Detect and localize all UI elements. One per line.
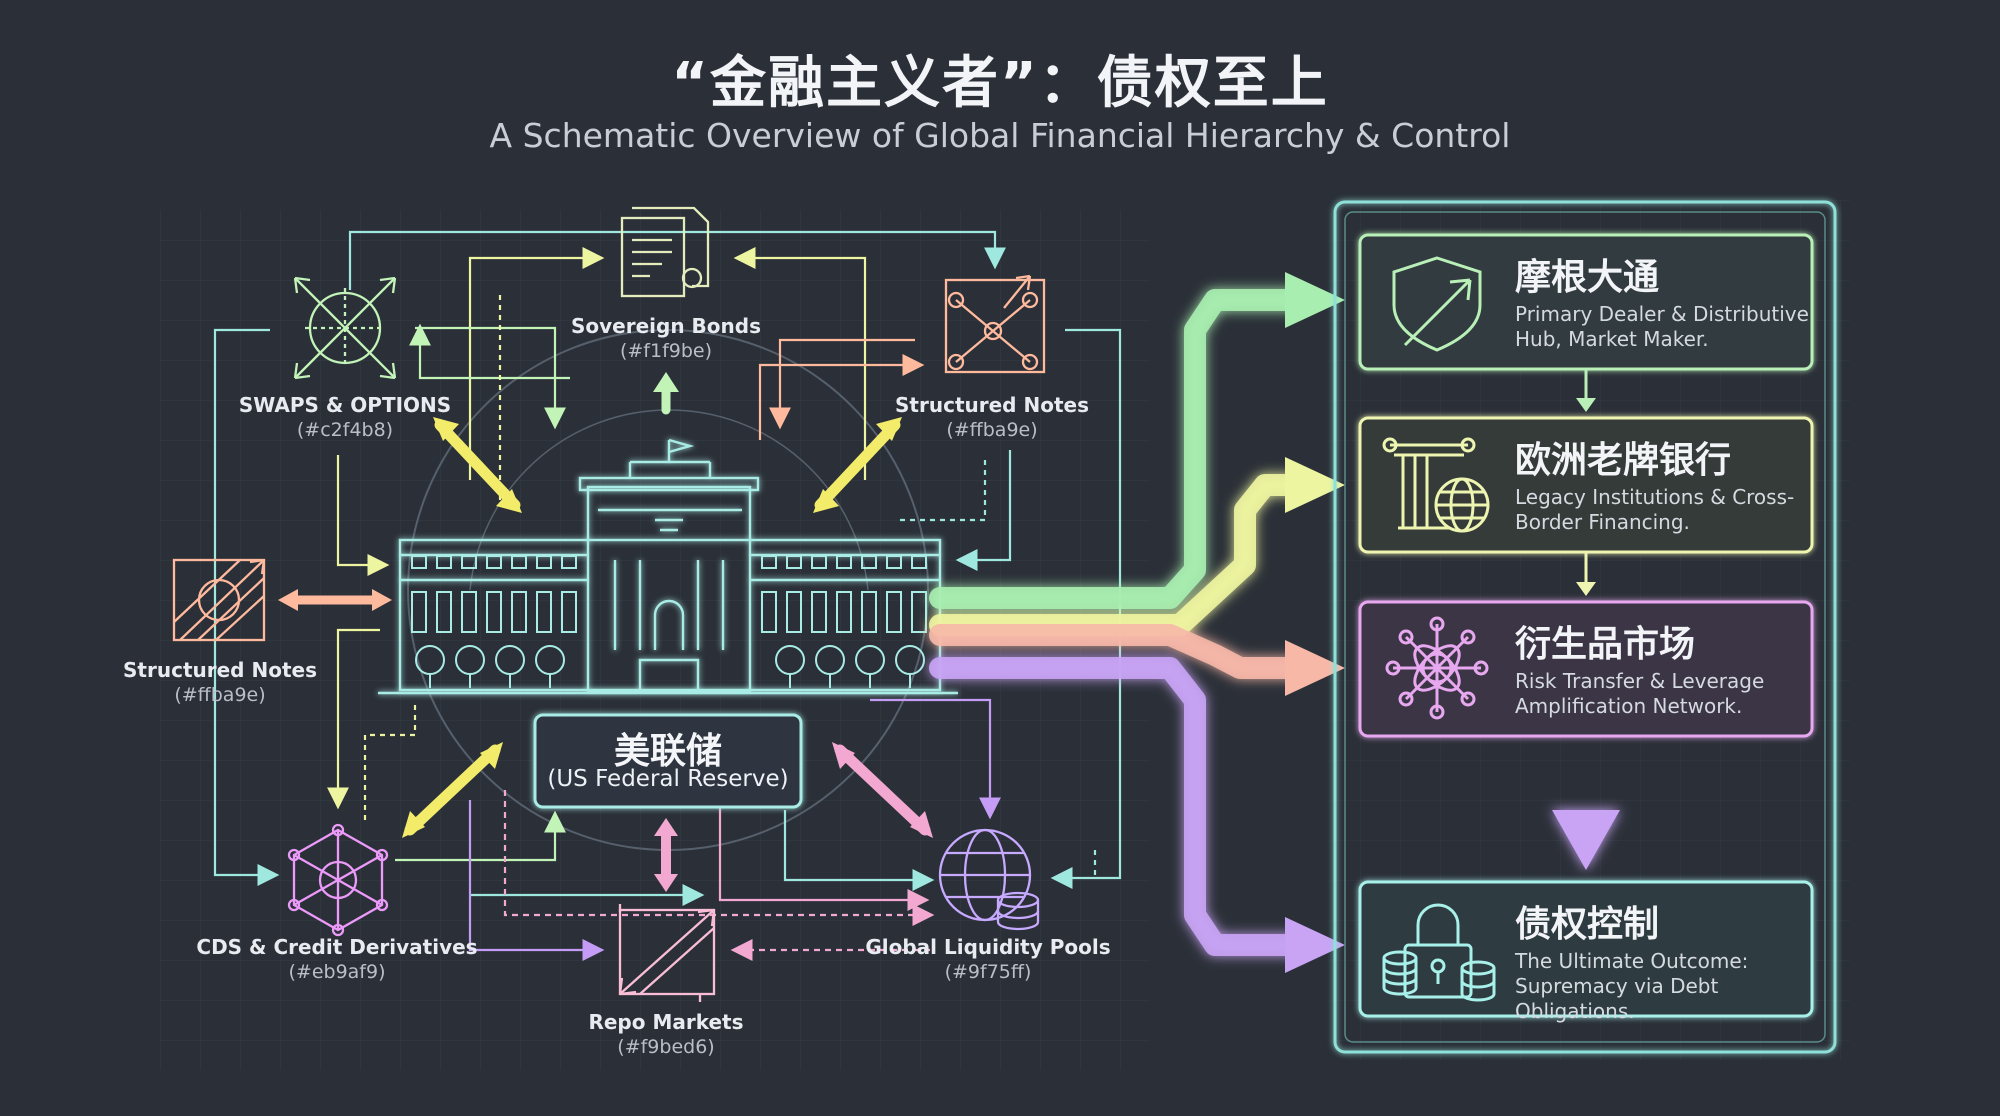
card-debt-control-frame bbox=[1358, 880, 1814, 1018]
building-window bbox=[886, 555, 902, 569]
shield-arrow-icon bbox=[1392, 256, 1482, 352]
label-structured-notes-left: Structured Notes bbox=[123, 658, 317, 682]
building-window bbox=[461, 555, 477, 569]
label-structured-notes-right: Structured Notes bbox=[895, 393, 1089, 417]
hex-liquidity-pools: (#9f75ff) bbox=[944, 961, 1032, 983]
hex-structured-notes-right: (#ffba9e) bbox=[946, 419, 1038, 441]
hex-cds: (#eb9af9) bbox=[288, 961, 386, 983]
building-window bbox=[511, 591, 527, 633]
hierarchy-panel bbox=[1333, 200, 1837, 1054]
label-sovereign-bonds: Sovereign Bonds bbox=[571, 314, 761, 338]
hex-sovereign-bonds: (#f1f9be) bbox=[619, 340, 713, 362]
document-icon bbox=[620, 206, 710, 298]
building-window bbox=[561, 591, 577, 633]
globe-coins-icon bbox=[938, 828, 1040, 931]
label-repo-markets: Repo Markets bbox=[588, 1010, 744, 1034]
building-window bbox=[911, 591, 927, 633]
building-window bbox=[461, 591, 477, 633]
hex-swaps-options: (#c2f4b8) bbox=[296, 419, 394, 441]
building-window bbox=[861, 555, 877, 569]
building-window bbox=[436, 555, 452, 569]
crossed-arrows-icon bbox=[293, 276, 397, 380]
building-window bbox=[811, 591, 827, 633]
building-window bbox=[836, 591, 852, 633]
building-window bbox=[561, 555, 577, 569]
label-cds: CDS & Credit Derivatives bbox=[196, 935, 478, 959]
building-window bbox=[761, 555, 777, 569]
flow-arrows bbox=[929, 289, 1301, 956]
hex-repo-markets: (#f9bed6) bbox=[617, 1036, 715, 1058]
card-debt-control-desc: The Ultimate Outcome: Supremacy via Debt… bbox=[1515, 949, 1749, 1023]
card-debt-control-title: 债权控制 bbox=[1515, 904, 1660, 945]
building-windows bbox=[411, 555, 927, 633]
fed-name-en: (US Federal Reserve) bbox=[547, 766, 789, 792]
connector-lines bbox=[213, 230, 1122, 961]
building-window bbox=[511, 555, 527, 569]
label-liquidity-pools: Global Liquidity Pools bbox=[865, 935, 1111, 959]
page-title: “金融主义者”：债权至上 bbox=[671, 51, 1329, 116]
mesh-icon bbox=[287, 823, 389, 937]
card-jpmorgan-desc: Primary Dealer & Distributive Hub, Marke… bbox=[1515, 302, 1809, 351]
label-swaps-options: SWAPS & OPTIONS bbox=[238, 393, 452, 417]
card-derivatives-title: 衍生品市场 bbox=[1515, 624, 1696, 665]
main-arrows bbox=[278, 372, 933, 892]
building-window bbox=[411, 591, 427, 633]
hex-structured-notes-left: (#ffba9e) bbox=[174, 684, 266, 706]
building-window bbox=[811, 555, 827, 569]
building-trees bbox=[415, 645, 925, 688]
building-window bbox=[836, 555, 852, 569]
lock-coins-icon bbox=[1382, 903, 1496, 1002]
fed-label-box bbox=[533, 713, 803, 809]
federal-reserve-building-icon bbox=[378, 438, 958, 695]
building-window bbox=[486, 555, 502, 569]
building-window bbox=[786, 555, 802, 569]
building-window bbox=[436, 591, 452, 633]
card-eu-banks-title: 欧洲老牌银行 bbox=[1515, 440, 1732, 481]
building-window bbox=[786, 591, 802, 633]
network-icon bbox=[944, 274, 1046, 374]
flow-arrow-heads bbox=[1285, 272, 1345, 973]
building-window bbox=[536, 591, 552, 633]
building-window bbox=[761, 591, 777, 633]
column-globe-icon bbox=[1382, 437, 1490, 533]
card-jpmorgan-title: 摩根大通 bbox=[1515, 257, 1660, 298]
building-window bbox=[536, 555, 552, 569]
fed-name-cn: 美联储 bbox=[613, 731, 722, 772]
diagonal-grid-icon bbox=[172, 558, 266, 642]
repo-arrows-icon bbox=[618, 904, 716, 1002]
building-window bbox=[911, 555, 927, 569]
card-connectors bbox=[1552, 370, 1620, 870]
building-window bbox=[486, 591, 502, 633]
page-subtitle: A Schematic Overview of Global Financial… bbox=[489, 116, 1511, 155]
building-window bbox=[411, 555, 427, 569]
card-derivatives-desc: Risk Transfer & Leverage Amplification N… bbox=[1515, 669, 1765, 718]
building-window bbox=[886, 591, 902, 633]
card-eu-banks-desc: Legacy Institutions & Cross-Border Finan… bbox=[1515, 485, 1795, 534]
molecule-icon bbox=[1385, 616, 1489, 720]
building-window bbox=[861, 591, 877, 633]
